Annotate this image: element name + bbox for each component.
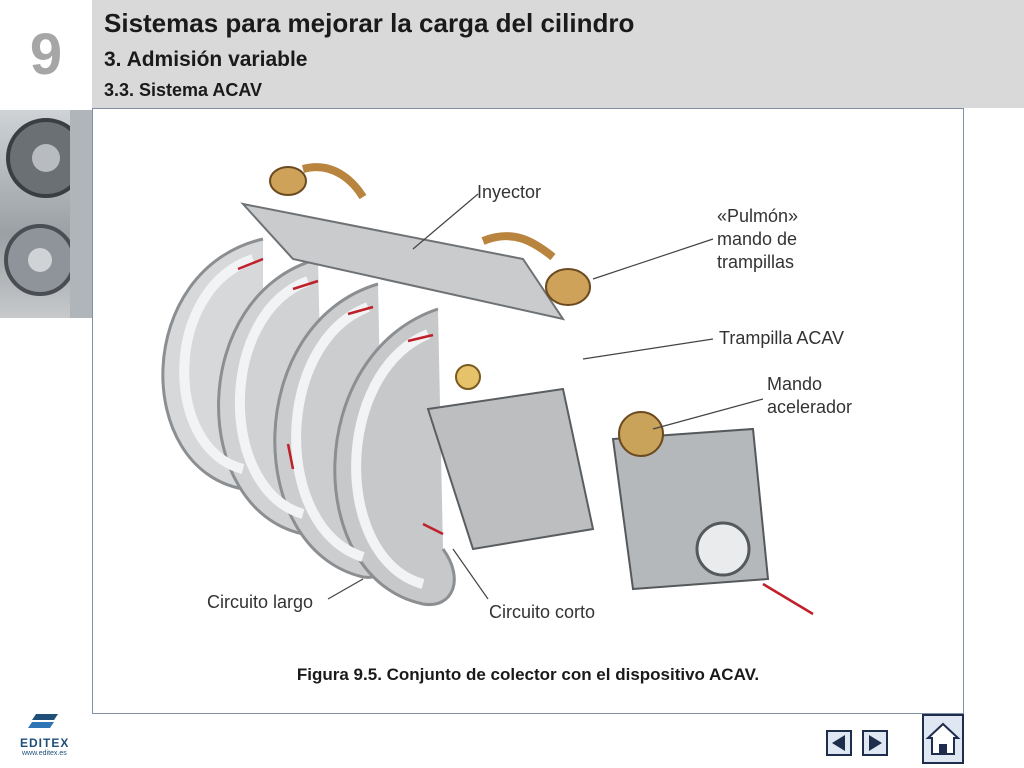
page-title: Sistemas para mejorar la carga del cilin… bbox=[104, 8, 635, 38]
home-button[interactable] bbox=[922, 714, 964, 764]
figure-caption: Figura 9.5. Conjunto de colector con el … bbox=[296, 665, 760, 684]
home-icon bbox=[925, 722, 961, 755]
label-circuito-largo: Circuito largo bbox=[207, 592, 314, 612]
chapter-number: 9 bbox=[29, 21, 63, 87]
header-band bbox=[92, 0, 1024, 108]
figure-frame: Inyector «Pulmón» mando de trampillas Tr… bbox=[92, 108, 964, 714]
label-inyector: Inyector bbox=[477, 182, 542, 202]
label-mando-acelerador: Mando acelerador bbox=[767, 374, 853, 417]
label-trampilla-acav: Trampilla ACAV bbox=[719, 328, 845, 348]
page-subtitle: 3. Admisión variable bbox=[104, 48, 308, 71]
next-slide-button[interactable] bbox=[862, 730, 888, 756]
engine-gear-photo bbox=[0, 110, 92, 318]
label-pulmon: «Pulmón» mando de trampillas bbox=[717, 206, 799, 272]
triangle-right-icon bbox=[869, 735, 882, 751]
section-title: 3.3. Sistema ACAV bbox=[104, 80, 263, 100]
previous-slide-button[interactable] bbox=[826, 730, 852, 756]
triangle-left-icon bbox=[832, 735, 845, 751]
label-circuito-corto: Circuito corto bbox=[489, 602, 596, 622]
intake-manifold-diagram bbox=[161, 163, 814, 616]
editex-logo: EDITEX www.editex.es bbox=[14, 710, 78, 760]
